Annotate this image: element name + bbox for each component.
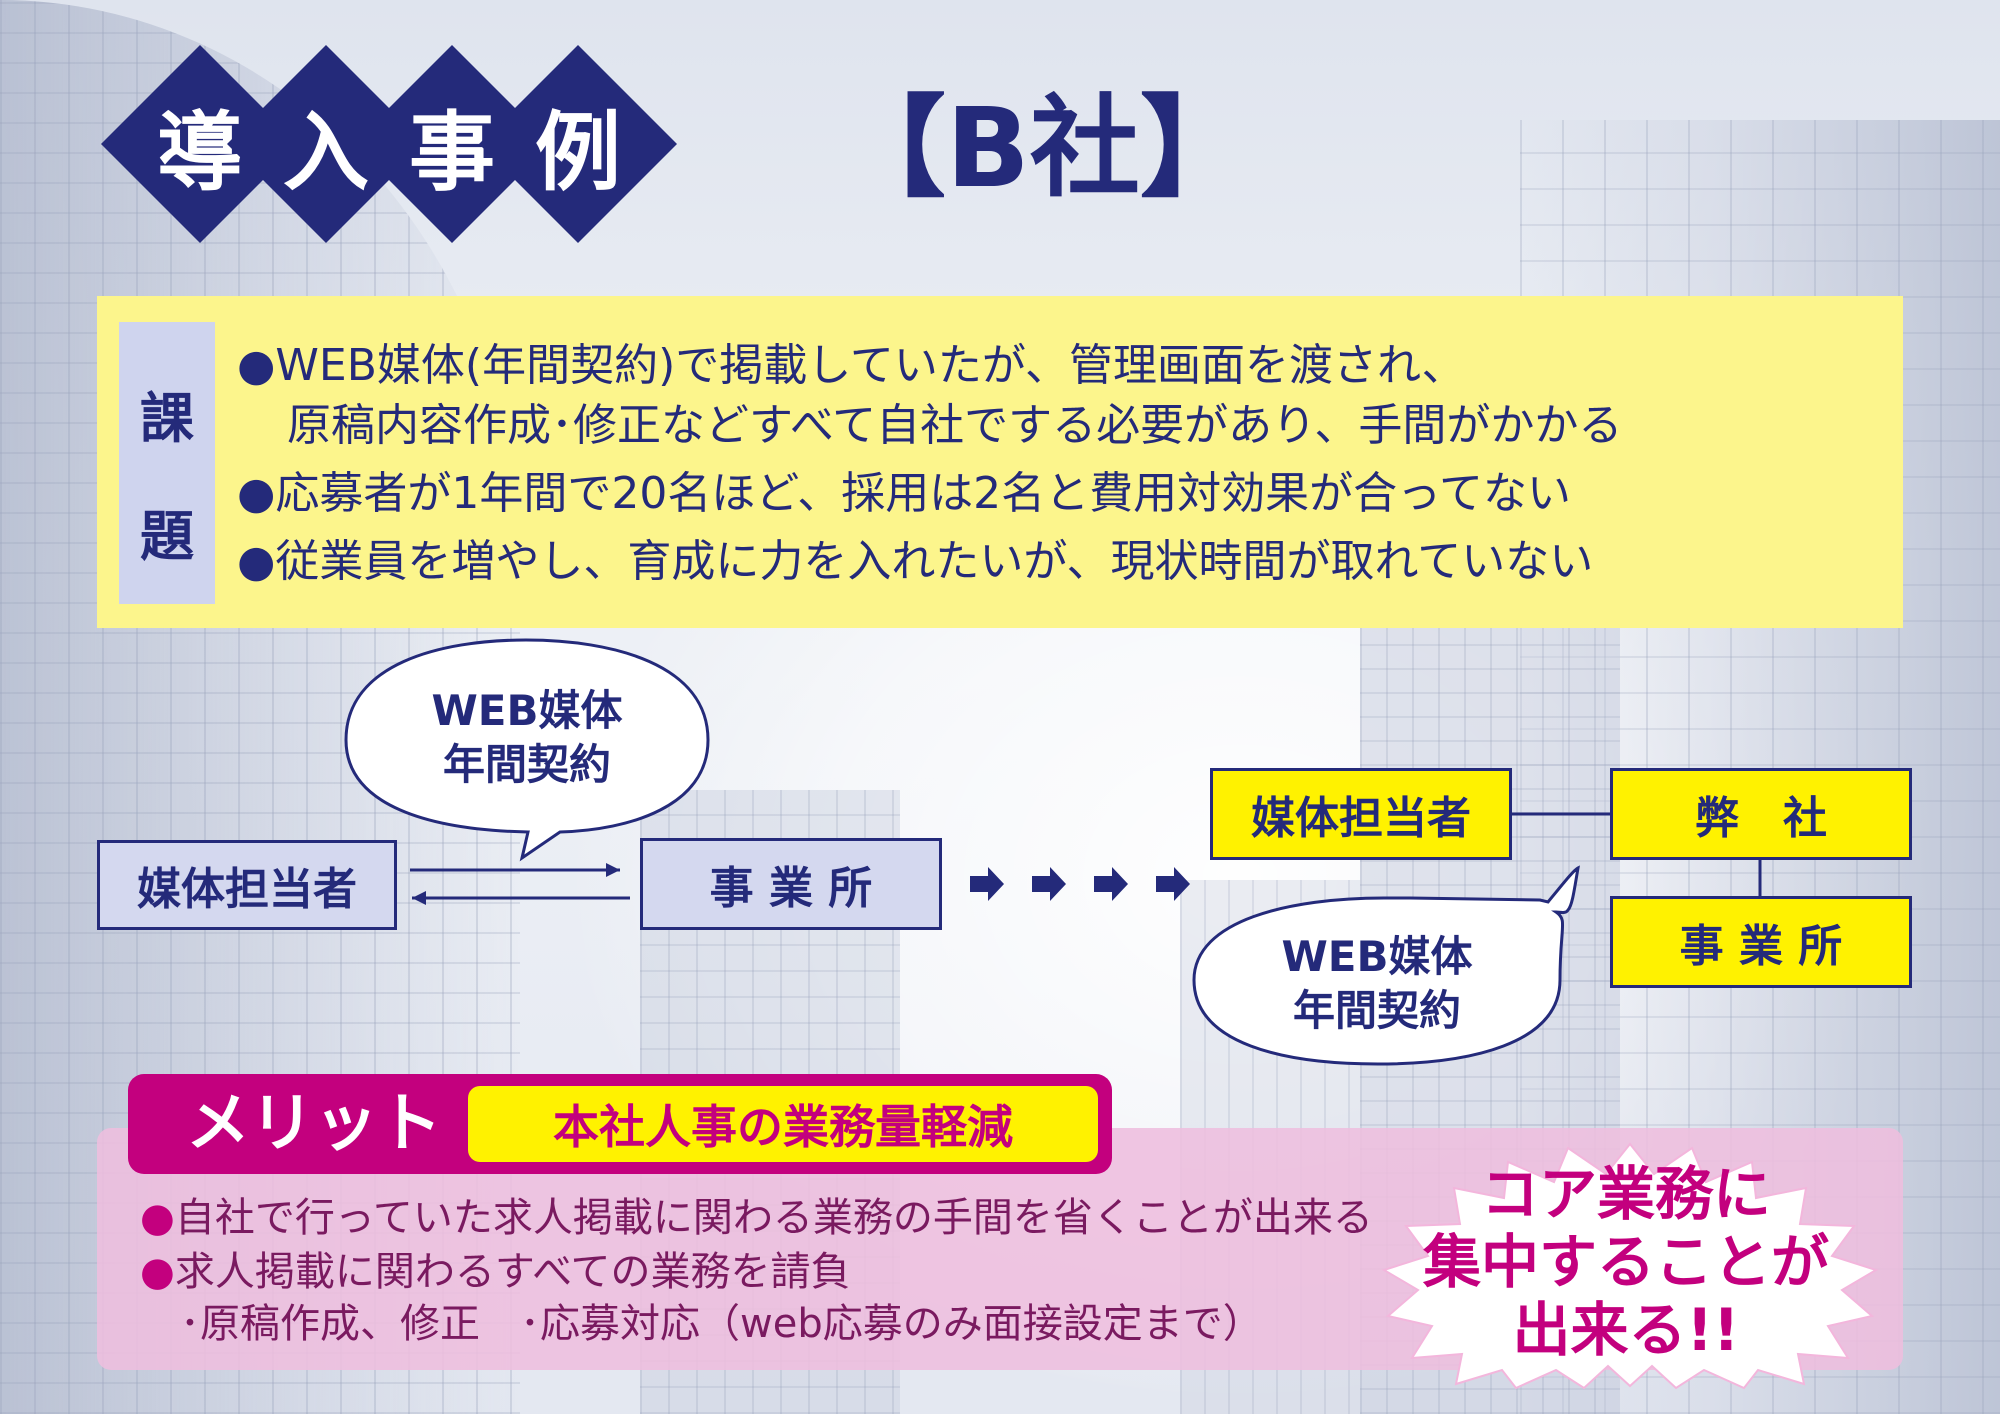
issue-item-2: ●応募者が1年間で20名ほど、採用は2名と費用対効果が合ってない — [237, 464, 1571, 524]
bubble-after-line1: WEB媒体 — [1281, 932, 1473, 981]
issue-item-3: ●従業員を増やし、育成に力を入れたいが、現状時間が取れていない — [237, 532, 1593, 592]
issue-item-text: 従業員を増やし、育成に力を入れたいが、現状時間が取れていない — [275, 536, 1594, 587]
title-char-4: 例 — [535, 102, 621, 203]
our-company-box: 弊 社 — [1610, 768, 1912, 860]
office-box-after: 事 業 所 — [1610, 896, 1912, 988]
arrow-chevron-icon — [1156, 867, 1190, 901]
merit-headline: 本社人事の業務量軽減 — [468, 1086, 1098, 1162]
bubble-before-line1: WEB媒体 — [431, 686, 623, 735]
media-staff-box-before: 媒体担当者 — [97, 840, 397, 930]
issue-item-1-continuation: 原稿内容作成･修正などすべて自社でする必要があり、手間がかかる — [287, 400, 1623, 451]
issue-item-text: 応募者が1年間で20名ほど、採用は2名と費用対効果が合ってない — [275, 468, 1571, 519]
media-staff-box-after: 媒体担当者 — [1210, 768, 1512, 860]
burst-line-1: コア業務に — [1480, 1160, 1771, 1228]
merit-item-2-detail: ･原稿作成、修正 ･応募対応（web応募のみ面接設定まで） — [180, 1301, 1263, 1347]
arrow-left-head — [412, 891, 426, 905]
bullet-icon: ● — [140, 1195, 175, 1241]
speech-bubble-before — [344, 638, 710, 862]
arrow-right-head — [606, 863, 620, 877]
bullet-icon: ● — [140, 1249, 175, 1295]
merit-item-2: ●求人掲載に関わるすべての業務を請負 — [140, 1246, 851, 1298]
office-box-before: 事 業 所 — [640, 838, 942, 930]
bullet-icon: ● — [237, 536, 276, 587]
arrow-chevron-icon — [1094, 867, 1128, 901]
issue-item-text: WEB媒体(年間契約)で掲載していたが、管理画面を渡され、 — [275, 340, 1466, 391]
burst-message: コア業務に 集中することが 出来る!! — [1386, 1160, 1866, 1364]
bullet-icon: ● — [237, 340, 276, 391]
issues-label-char-1: 課 — [140, 387, 194, 450]
issues-box: 課 題 ●WEB媒体(年間契約)で掲載していたが、管理画面を渡され、 原稿内容作… — [97, 296, 1903, 628]
bullet-icon: ● — [237, 468, 276, 519]
transition-arrows — [970, 867, 1190, 901]
title-char-1: 導 — [157, 102, 243, 203]
burst-line-2: 集中することが — [1422, 1228, 1829, 1296]
bubble-before-line2: 年間契約 — [442, 740, 611, 789]
merit-item-text: 自社で行っていた求人掲載に関わる業務の手間を省くことが出来る — [174, 1195, 1373, 1241]
title-char-2: 入 — [283, 102, 369, 203]
issues-label-char-2: 題 — [140, 505, 194, 568]
bubble-after-line2: 年間契約 — [1292, 986, 1461, 1035]
company-name: 【B社】 — [836, 84, 1250, 212]
issues-label: 課 題 — [119, 322, 215, 604]
merit-label: メリット — [186, 1087, 442, 1161]
arrow-chevron-icon — [1032, 867, 1066, 901]
burst-line-3: 出来る!! — [1512, 1296, 1740, 1364]
title-char-3: 事 — [409, 102, 495, 203]
speech-bubble-after — [1192, 865, 1580, 1066]
merit-item-1: ●自社で行っていた求人掲載に関わる業務の手間を省くことが出来る — [140, 1192, 1373, 1244]
merit-tab: メリット 本社人事の業務量軽減 — [128, 1074, 1112, 1174]
merit-item-text: 求人掲載に関わるすべての業務を請負 — [174, 1249, 851, 1295]
bubble-before-text: WEB媒体 年間契約 — [346, 684, 708, 792]
starburst — [1381, 1142, 1879, 1390]
issue-item-1: ●WEB媒体(年間契約)で掲載していたが、管理画面を渡され、 — [237, 336, 1465, 396]
bubble-after-text: WEB媒体 年間契約 — [1194, 930, 1560, 1038]
starburst-shape — [1381, 1142, 1879, 1390]
arrow-chevron-icon — [970, 867, 1004, 901]
